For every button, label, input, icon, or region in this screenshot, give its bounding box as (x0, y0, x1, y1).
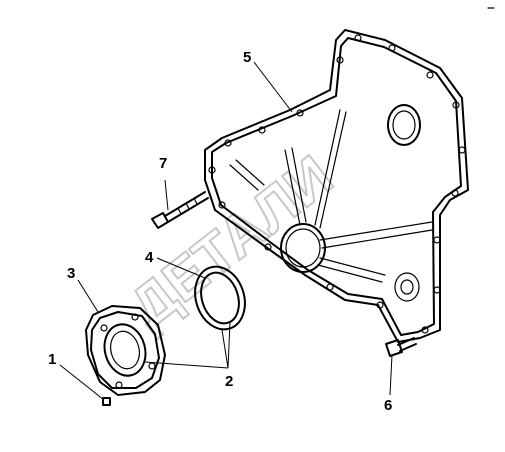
flange-housing-3 (85, 305, 166, 396)
callout-1: 1 (48, 351, 56, 368)
callout-5: 5 (243, 49, 251, 66)
gear-cover-gasket (204, 7, 495, 343)
plug-1 (102, 397, 111, 406)
callout-3: 3 (67, 265, 75, 282)
callout-2: 2 (225, 373, 233, 390)
watermark: ДЕТАЛИ (118, 143, 345, 340)
bolt-7 (151, 191, 209, 229)
callout-4: 4 (145, 249, 154, 266)
callout-7: 7 (159, 155, 167, 172)
callout-6: 6 (384, 397, 392, 414)
leader-lines (59, 61, 393, 401)
bolt-6 (385, 337, 417, 357)
